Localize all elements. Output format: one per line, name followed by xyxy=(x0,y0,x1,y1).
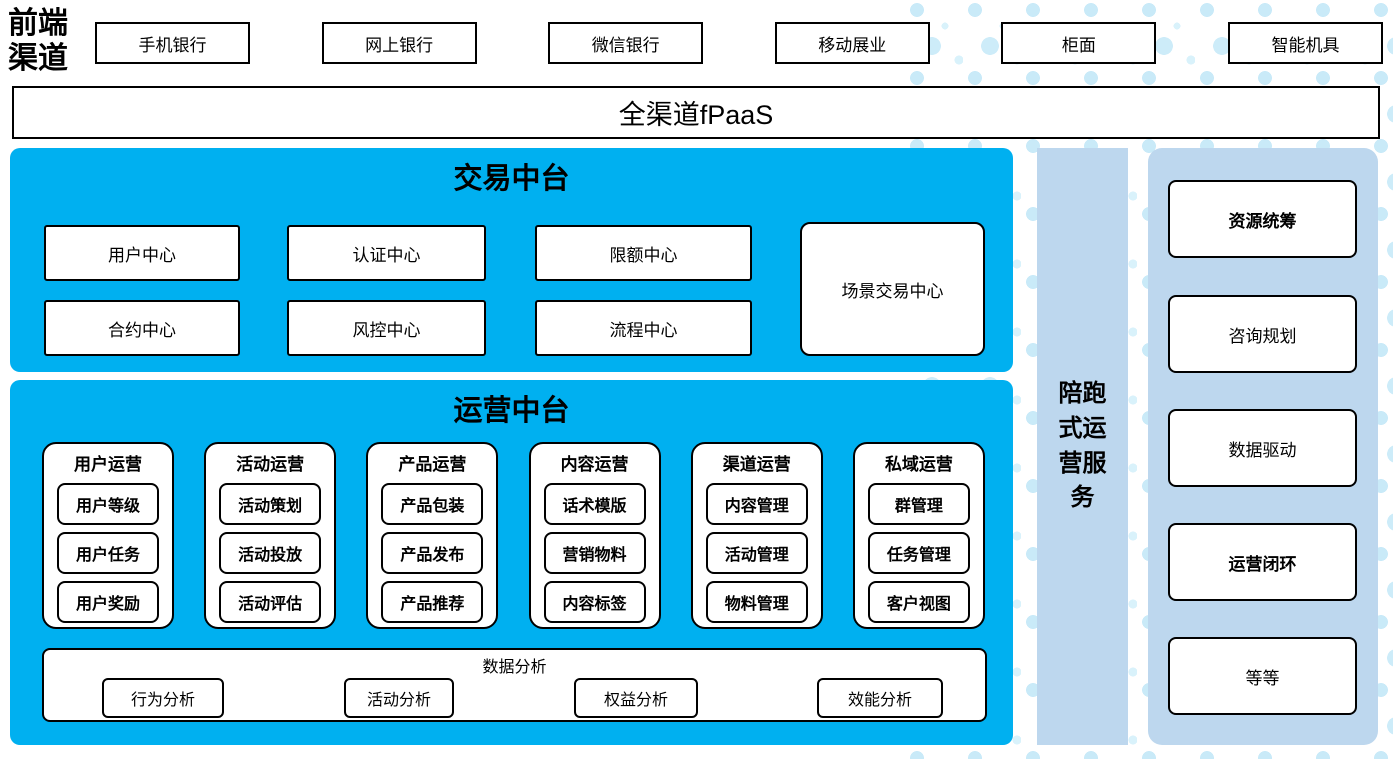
group-item: 产品包装 xyxy=(381,483,484,525)
group-item: 内容标签 xyxy=(543,581,646,623)
channel-box-mobile-expansion: 移动展业 xyxy=(774,22,930,64)
group-private-domain-operation: 私域运营 群管理 任务管理 客户视图 xyxy=(852,442,985,629)
center-box-limit: 限额中心 xyxy=(535,225,752,281)
side-service-bar: 陪跑式运营服务 xyxy=(1037,148,1128,745)
group-item: 产品推荐 xyxy=(381,581,484,623)
group-item: 用户奖励 xyxy=(57,581,159,623)
data-analysis-title: 数据分析 xyxy=(482,659,547,676)
service-box-resource-planning: 资源统筹 xyxy=(1168,180,1357,258)
fpaas-bar: 全渠道fPaaS xyxy=(12,86,1380,139)
group-item: 群管理 xyxy=(867,483,970,525)
group-item: 物料管理 xyxy=(705,581,808,623)
channel-box-online-banking: 网上银行 xyxy=(321,22,477,64)
channel-box-wechat-banking: 微信银行 xyxy=(548,22,704,64)
analysis-item-activity: 活动分析 xyxy=(344,678,454,718)
side-service-label: 陪跑式运营服务 xyxy=(1058,379,1107,512)
channel-row: 手机银行 网上银行 微信银行 移动展业 柜面 智能机具 xyxy=(95,22,1383,64)
group-items: 用户等级 用户任务 用户奖励 xyxy=(57,483,159,623)
group-item: 用户任务 xyxy=(57,532,159,574)
operation-groups-row: 用户运营 用户等级 用户任务 用户奖励 活动运营 活动策划 活动投放 活动评估 … xyxy=(42,442,985,629)
group-channel-operation: 渠道运营 内容管理 活动管理 物料管理 xyxy=(690,442,823,629)
front-channel-label: 前端渠道 xyxy=(8,6,68,77)
channel-box-smart-machine: 智能机具 xyxy=(1227,22,1383,64)
group-title: 私域运营 xyxy=(884,455,953,474)
group-item: 活动评估 xyxy=(219,581,322,623)
group-title: 活动运营 xyxy=(236,455,305,474)
group-user-operation: 用户运营 用户等级 用户任务 用户奖励 xyxy=(42,442,174,629)
operation-platform-panel: 运营中台 用户运营 用户等级 用户任务 用户奖励 活动运营 活动策划 活动投放 … xyxy=(10,380,1013,745)
center-box-user: 用户中心 xyxy=(44,225,240,281)
group-item: 任务管理 xyxy=(867,532,970,574)
group-items: 话术模版 营销物料 内容标签 xyxy=(543,483,646,623)
service-column: 资源统筹 咨询规划 数据驱动 运营闭环 等等 xyxy=(1148,148,1378,745)
channel-box-counter: 柜面 xyxy=(1001,22,1157,64)
group-title: 渠道运营 xyxy=(722,455,791,474)
transaction-platform-panel: 交易中台 用户中心 认证中心 限额中心 合约中心 风控中心 流程中心 场景交易中… xyxy=(10,148,1013,372)
group-item: 产品发布 xyxy=(381,532,484,574)
group-items: 产品包装 产品发布 产品推荐 xyxy=(381,483,484,623)
center-box-auth: 认证中心 xyxy=(287,225,486,281)
analysis-item-behavior: 行为分析 xyxy=(102,678,224,718)
service-box-etc: 等等 xyxy=(1168,637,1357,715)
group-items: 群管理 任务管理 客户视图 xyxy=(867,483,970,623)
channel-box-mobile-banking: 手机银行 xyxy=(95,22,250,64)
center-box-risk: 风控中心 xyxy=(287,300,486,356)
analysis-item-rights: 权益分析 xyxy=(574,678,698,718)
analysis-item-efficiency: 效能分析 xyxy=(817,678,943,718)
group-activity-operation: 活动运营 活动策划 活动投放 活动评估 xyxy=(204,442,337,629)
group-item: 活动投放 xyxy=(219,532,322,574)
group-items: 活动策划 活动投放 活动评估 xyxy=(219,483,322,623)
operation-platform-title: 运营中台 xyxy=(453,395,570,427)
service-box-operation-loop: 运营闭环 xyxy=(1168,523,1357,601)
group-item: 用户等级 xyxy=(57,483,159,525)
group-title: 内容运营 xyxy=(560,455,629,474)
group-item: 营销物料 xyxy=(543,532,646,574)
group-product-operation: 产品运营 产品包装 产品发布 产品推荐 xyxy=(366,442,499,629)
group-item: 客户视图 xyxy=(867,581,970,623)
data-analysis-box: 数据分析 行为分析 活动分析 权益分析 效能分析 xyxy=(42,648,987,722)
group-item: 活动策划 xyxy=(219,483,322,525)
service-box-data-driven: 数据驱动 xyxy=(1168,409,1357,487)
group-content-operation: 内容运营 话术模版 营销物料 内容标签 xyxy=(528,442,661,629)
center-box-contract: 合约中心 xyxy=(44,300,240,356)
group-title: 用户运营 xyxy=(74,455,142,474)
group-item: 话术模版 xyxy=(543,483,646,525)
service-box-consulting: 咨询规划 xyxy=(1168,295,1357,373)
group-item: 活动管理 xyxy=(705,532,808,574)
group-item: 内容管理 xyxy=(705,483,808,525)
center-box-process: 流程中心 xyxy=(535,300,752,356)
group-title: 产品运营 xyxy=(398,455,467,474)
group-items: 内容管理 活动管理 物料管理 xyxy=(705,483,808,623)
center-box-scene-transaction: 场景交易中心 xyxy=(800,222,985,356)
transaction-platform-title: 交易中台 xyxy=(453,163,570,195)
